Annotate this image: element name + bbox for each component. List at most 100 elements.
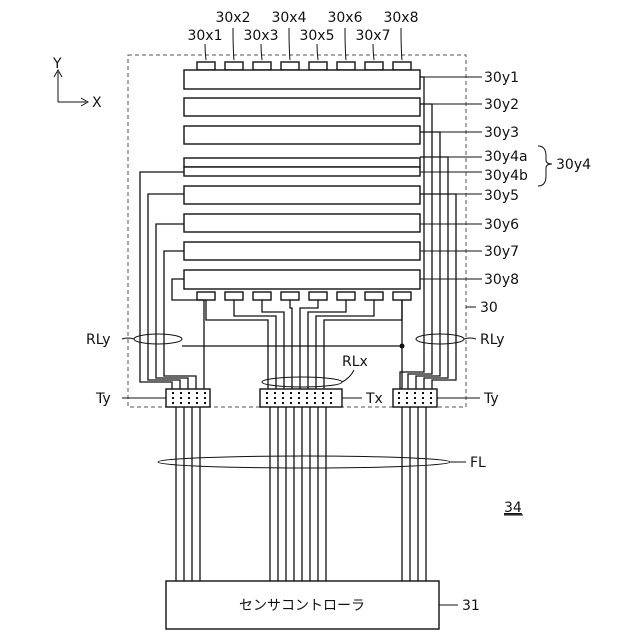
terminal-dot	[306, 397, 308, 399]
terminal-dot	[282, 397, 284, 399]
y-strip-9	[184, 270, 420, 289]
label-30x6: 30x6	[327, 10, 362, 26]
terminal-dot	[266, 392, 268, 394]
y-strip-3	[184, 126, 420, 144]
terminal-dot	[414, 397, 416, 399]
label-30y4-group: 30y4	[556, 157, 591, 173]
rly-left-wire-2	[148, 194, 184, 389]
sensor-controller-label: センサコントローラ	[239, 598, 365, 614]
label-rly-left: RLy	[86, 332, 111, 348]
terminal-dot	[274, 392, 276, 394]
x-pad-top-2	[225, 62, 243, 70]
terminal-dot	[204, 402, 206, 404]
axis-y-label: Y	[52, 56, 62, 72]
rlx-wire-1	[206, 300, 268, 389]
label-ty-left: Ty	[95, 391, 111, 407]
terminal-dot	[290, 402, 292, 404]
label-30x7: 30x7	[355, 28, 390, 44]
terminal-dot	[422, 397, 424, 399]
routing-lines	[140, 77, 456, 389]
label-rly-right: RLy	[480, 332, 505, 348]
rlx-wire-7	[316, 300, 374, 389]
terminal-dot	[298, 397, 300, 399]
terminal-dot	[406, 392, 408, 394]
axis-x-label: X	[92, 95, 102, 111]
x-pad-top-8	[393, 62, 411, 70]
terminal-dot	[172, 397, 174, 399]
terminal-dot	[406, 397, 408, 399]
y-strip-7	[184, 214, 420, 232]
label-30y8: 30y8	[484, 272, 519, 288]
y-electrode-labels: 30y1 30y2 30y3 30y4a 30y4b 30y5 30y6 30y…	[484, 70, 591, 288]
terminal-dot	[298, 402, 300, 404]
rly-right-wire-5	[420, 194, 456, 389]
terminal-dot	[290, 392, 292, 394]
rly-left-ellipse	[134, 334, 182, 344]
terminal-dot	[290, 397, 292, 399]
terminal-dot	[196, 402, 198, 404]
terminal-dot	[306, 402, 308, 404]
y-strip-1	[184, 70, 420, 89]
terminal-dot	[188, 392, 190, 394]
x-pad-bottom-2	[225, 292, 243, 300]
terminal-dot	[306, 392, 308, 394]
terminal-dot	[172, 402, 174, 404]
label-30x3: 30x3	[243, 28, 278, 44]
label-30x8: 30x8	[383, 10, 418, 26]
terminal-dot	[330, 402, 332, 404]
terminal-dot	[274, 397, 276, 399]
terminal-dot	[282, 392, 284, 394]
x-pad-top-5	[309, 62, 327, 70]
terminal-dot	[282, 402, 284, 404]
axis-indicator: Y X	[52, 56, 102, 111]
terminal-dot	[274, 402, 276, 404]
terminal-dot	[430, 392, 432, 394]
label-rlx: RLx	[342, 354, 368, 370]
rlx-wire-6	[308, 300, 346, 389]
terminal-dot	[314, 392, 316, 394]
terminal-dot	[398, 402, 400, 404]
terminal-dot	[406, 402, 408, 404]
terminal-dot	[204, 397, 206, 399]
flex-cable	[176, 407, 426, 581]
x-electrode-labels: 30x1 30x2 30x3 30x4 30x5 30x6 30x7 30x8	[187, 10, 418, 44]
x-pad-top-3	[253, 62, 271, 70]
label-figure-number: 34	[504, 500, 522, 516]
y-strip-5	[184, 167, 420, 176]
rly-left-wire-1	[140, 172, 184, 389]
terminal-dot	[322, 402, 324, 404]
label-ty-right: Ty	[483, 391, 499, 407]
terminal-dot	[314, 397, 316, 399]
terminal-dot	[266, 397, 268, 399]
rly-left-wire-3	[156, 224, 188, 389]
x-pad-top-6	[337, 62, 355, 70]
label-30x4: 30x4	[271, 10, 306, 26]
label-fl: FL	[470, 455, 486, 471]
terminal-dot	[180, 402, 182, 404]
x-pad-bottom-4	[281, 292, 299, 300]
fl-ellipse	[158, 456, 450, 468]
label-30y1: 30y1	[484, 70, 519, 86]
terminal-dot	[180, 392, 182, 394]
rlx-wire-5	[300, 300, 318, 389]
terminal-dot	[298, 392, 300, 394]
terminal-dot	[322, 397, 324, 399]
label-30x5: 30x5	[299, 28, 334, 44]
x-pad-bottom-3	[253, 292, 271, 300]
terminal-dot	[188, 397, 190, 399]
x-pad-top-4	[281, 62, 299, 70]
terminal-dot	[430, 402, 432, 404]
x-pad-bottom-7	[365, 292, 383, 300]
terminal-dot	[398, 397, 400, 399]
rlx-wire-2	[234, 300, 276, 389]
x-pad-top-1	[197, 62, 215, 70]
terminal-dot	[414, 392, 416, 394]
terminal-dot	[330, 397, 332, 399]
terminal-dot	[188, 402, 190, 404]
terminal-dot	[266, 402, 268, 404]
y-strip-2	[184, 98, 420, 116]
x-pad-bottom-1	[197, 292, 215, 300]
terminal-tx	[260, 389, 342, 407]
x-pad-bottom-5	[309, 292, 327, 300]
terminal-dot	[204, 392, 206, 394]
